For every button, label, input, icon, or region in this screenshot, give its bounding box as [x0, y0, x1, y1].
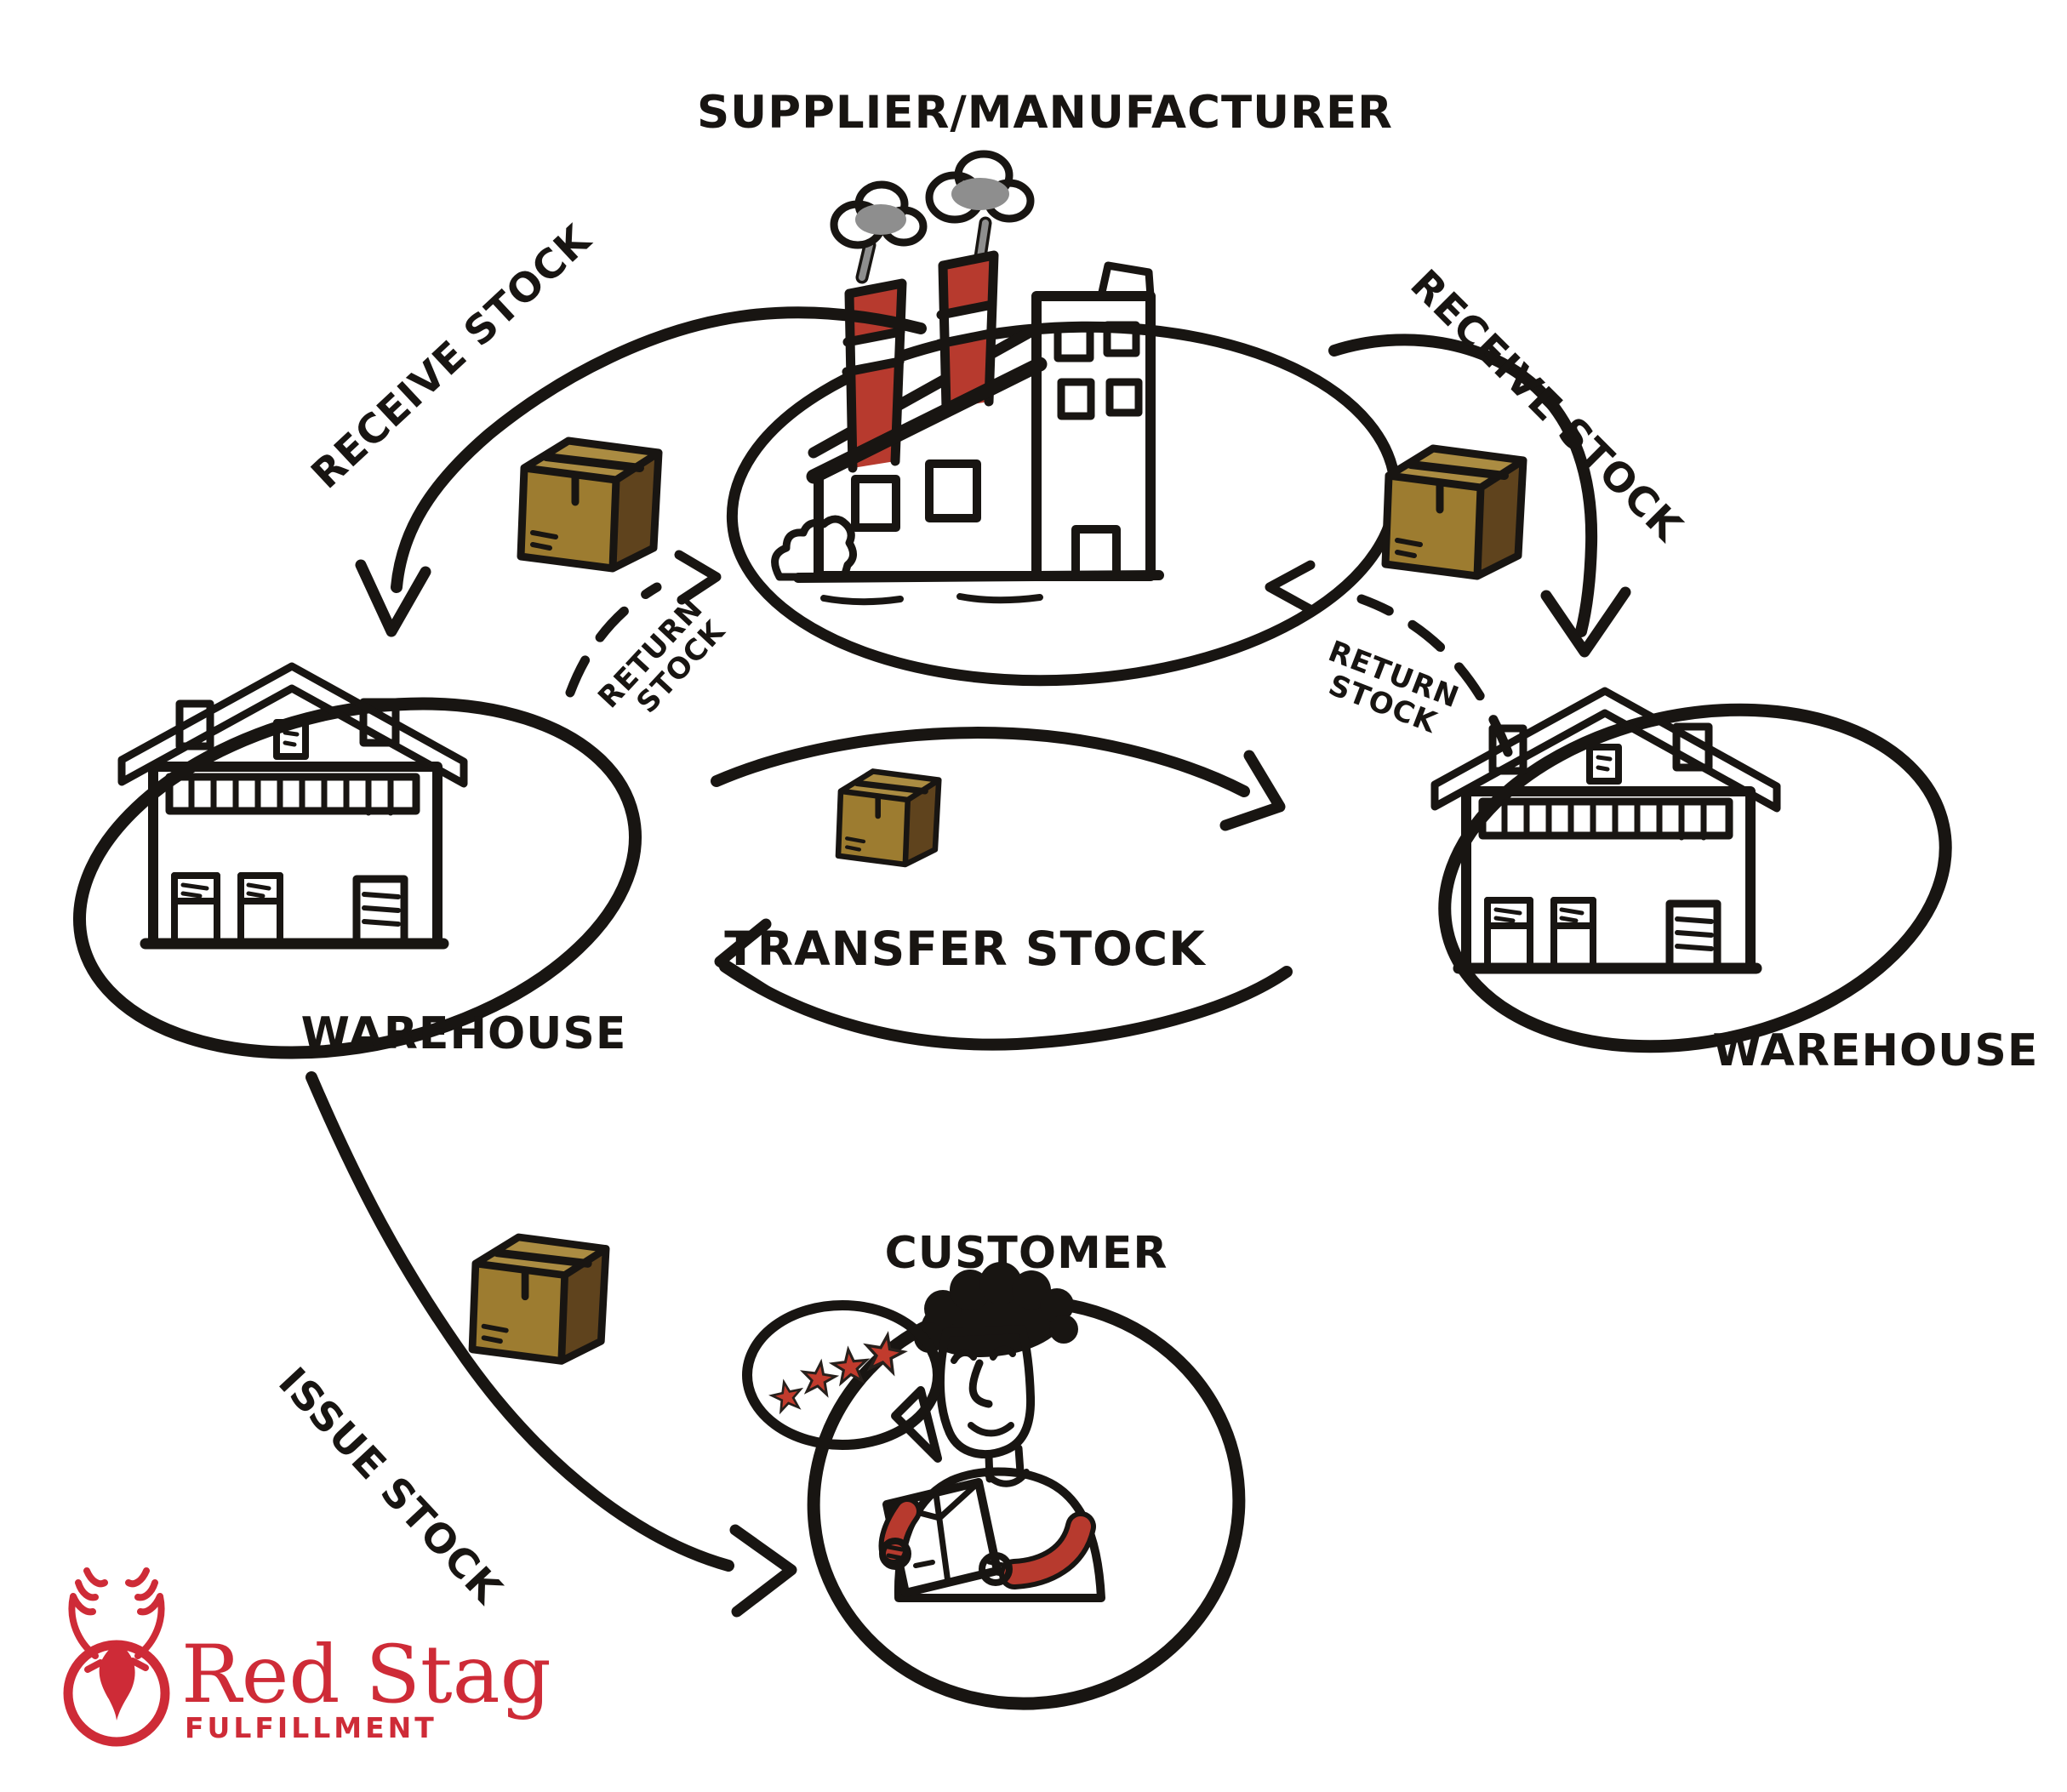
supplier-node: SUPPLIER/MANUFACTURER	[697, 87, 1402, 687]
right-arm	[1004, 1516, 1091, 1584]
eyes-icon	[951, 1345, 1016, 1364]
flow-transfer-stock: TRANSFER STOCK	[711, 727, 1293, 1051]
warehouse-right-label: WAREHOUSE	[1713, 1025, 2039, 1076]
arrowhead-icon	[1540, 586, 1631, 658]
warehouse-left-circle	[73, 697, 642, 1059]
nose-icon	[968, 1359, 993, 1408]
return-stock-left-label: RETURN STOCK	[591, 584, 740, 737]
flow-issue-stock: ISSUE STOCK	[269, 1071, 797, 1618]
flow-receive-stock-left: RECEIVE STOCK	[303, 216, 927, 637]
stag-logo-icon	[63, 1567, 170, 1747]
customer-illustration	[878, 1262, 1105, 1602]
arrowhead-icon	[729, 1524, 797, 1618]
left-hand	[879, 1538, 911, 1570]
flow-return-stock-right: RETURN STOCK	[1265, 560, 1513, 757]
warehouse-right-node: WAREHOUSE	[1413, 665, 2039, 1076]
collar	[984, 1469, 1030, 1487]
factory-icon	[771, 150, 1164, 606]
bubble-tail	[891, 1386, 942, 1463]
customer-label: CUSTOMER	[885, 1228, 1168, 1279]
brand-logo: Red Stag FULFILLMENT	[63, 1567, 551, 1747]
return-stock-left-arrow	[565, 582, 662, 698]
transfer-stock-label: TRANSFER STOCK	[724, 922, 1207, 976]
warehouse-left-label: WAREHOUSE	[301, 1008, 627, 1059]
transfer-stock-arrow-left	[719, 961, 1293, 1051]
arrowhead-icon	[1265, 560, 1316, 615]
package-icon	[1385, 448, 1523, 576]
arrowhead-icon	[355, 559, 431, 637]
flow-return-stock-left: RETURN STOCK	[565, 550, 740, 737]
right-hand	[979, 1552, 1013, 1586]
supplier-circle	[726, 321, 1402, 687]
return-stock-right-arrow	[1356, 594, 1513, 757]
package-icon	[838, 771, 939, 865]
warehouse-left-node: WAREHOUSE	[73, 652, 642, 1059]
chimney-icon	[842, 250, 999, 473]
supplier-label: SUPPLIER/MANUFACTURER	[697, 87, 1393, 139]
arrowhead-icon	[714, 918, 777, 1000]
customer-node: CUSTOMER	[742, 1228, 1246, 1710]
smoke-icon	[830, 150, 1035, 284]
package-icon	[521, 441, 659, 568]
face	[935, 1325, 1036, 1459]
review-bubble	[742, 1300, 943, 1463]
smile-icon	[968, 1422, 1014, 1437]
logo-brand-text: Red Stag	[181, 1629, 551, 1721]
arrowhead-icon	[674, 550, 722, 605]
hair-icon	[914, 1262, 1078, 1357]
return-stock-right-label: RETURN STOCK	[1312, 634, 1474, 748]
bush-icon	[771, 515, 857, 581]
logo-subtitle-text: FULFILLMENT	[185, 1711, 437, 1744]
transfer-stock-arrow-right	[711, 727, 1250, 797]
bubble-body	[742, 1300, 943, 1450]
arrowhead-icon	[1219, 750, 1286, 831]
receive-stock-left-arrow	[391, 306, 927, 593]
issue-stock-arrow	[305, 1071, 734, 1572]
package-icon	[472, 1237, 606, 1361]
issue-stock-label: ISSUE STOCK	[269, 1359, 511, 1613]
receive-stock-right-arrow	[1328, 334, 1598, 637]
